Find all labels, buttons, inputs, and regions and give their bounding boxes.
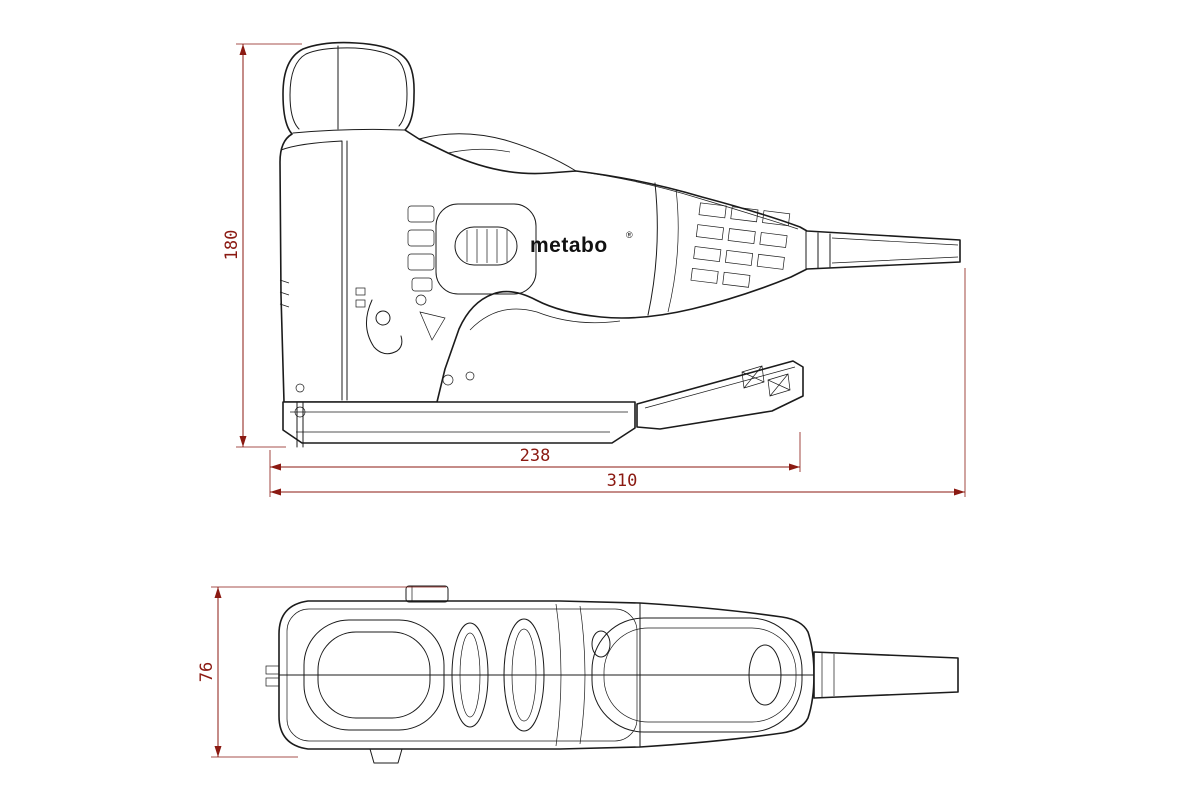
bottom-lever (369, 748, 403, 764)
screw-icon (442, 374, 454, 386)
saw-blade (296, 401, 304, 448)
top-view-drawing (265, 585, 959, 764)
dimension-label-top-view-height: 76 (197, 662, 217, 682)
vent-grid (690, 202, 791, 288)
dimension-side-height: 180 (222, 43, 302, 448)
blade-change-lever (355, 287, 446, 355)
guide-tower-details (407, 205, 435, 306)
top-tab (405, 585, 449, 603)
cable-boot (805, 230, 959, 270)
screw-icon (465, 371, 475, 381)
rear-grip-outline (591, 617, 803, 733)
dimension-label-base-length: 238 (520, 446, 551, 466)
side-view-drawing: metabo ® (279, 41, 961, 448)
base-plate (282, 360, 804, 448)
speed-dial-bezel (435, 203, 537, 295)
dimension-base-length: 238 (269, 432, 801, 497)
screw-icon (295, 383, 305, 393)
ribbed-knob (454, 226, 518, 266)
dimension-overall-length: 310 (270, 268, 966, 497)
dimension-label-side-height: 180 (222, 230, 242, 261)
front-grip-outline (303, 619, 445, 731)
side-silhouette (279, 41, 961, 403)
dimension-top-view-height: 76 (197, 586, 446, 758)
blade-top-view (265, 665, 280, 675)
brand-logo-text: metabo (530, 234, 608, 257)
shoe-inner-edge (286, 608, 638, 742)
base-rear-support (636, 360, 804, 430)
cable-boot-top (813, 651, 959, 699)
registered-trademark: ® (626, 230, 633, 240)
dimension-label-overall-length: 310 (607, 471, 638, 491)
